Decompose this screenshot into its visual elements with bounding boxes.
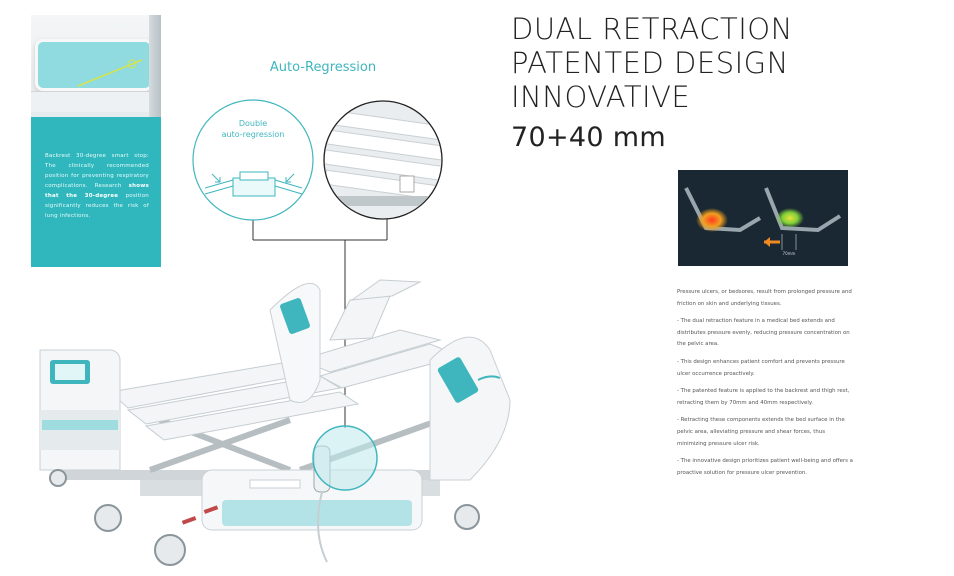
hospital-bed bbox=[39, 279, 511, 566]
desc-paragraph-5: - Retracting these components extends th… bbox=[677, 417, 845, 447]
rail-edge bbox=[149, 15, 161, 117]
headline-line-3: INNOVATIVE bbox=[511, 80, 691, 114]
card-text-bold: shows that the 30-degree bbox=[45, 183, 149, 199]
pedal-levers bbox=[181, 505, 219, 525]
auto-regression-label: Auto-Regression bbox=[269, 60, 377, 75]
diagram-label-line1: Double bbox=[239, 119, 267, 128]
desc-paragraph-4: - The patented feature is applied to the… bbox=[677, 388, 850, 406]
diagram-label-line2: auto-regression bbox=[222, 130, 285, 139]
retraction-dimensions: 70+40 mm bbox=[511, 122, 666, 153]
desc-paragraph-3: - This design enhances patient comfort a… bbox=[677, 358, 845, 377]
headline-line-1: DUAL RETRACTION bbox=[511, 12, 793, 46]
pressure-caption: 70mm bbox=[783, 251, 796, 256]
side-rail-head bbox=[269, 282, 321, 403]
backrest-description: Backrest 30-degree smart stop: The clini… bbox=[45, 151, 149, 221]
double-regression-diagram: Double auto-regression bbox=[192, 99, 314, 221]
card-text-1: Backrest 30-degree smart stop: The clini… bbox=[45, 153, 149, 189]
side-rail-panel bbox=[35, 39, 153, 91]
card-text-2: position significantly reduces the risk … bbox=[45, 193, 149, 219]
zoom-highlight bbox=[312, 425, 378, 491]
desc-paragraph-1: Pressure ulcers, or bedsores, result fro… bbox=[677, 289, 852, 307]
side-rail-front bbox=[201, 469, 423, 531]
arrow-right-icon bbox=[285, 173, 295, 183]
footboard bbox=[429, 336, 511, 481]
feature-headline: DUAL RETRACTION PATENTED DESIGN INNOVATI… bbox=[511, 12, 911, 114]
rail-base bbox=[31, 91, 149, 112]
arrow-left-icon bbox=[211, 173, 221, 183]
pressure-ulcer-description: Pressure ulcers, or bedsores, result fro… bbox=[677, 287, 853, 485]
arrow-left-icon bbox=[764, 237, 770, 247]
pressure-map-image: 70mm bbox=[678, 170, 848, 266]
desc-paragraph-6: - The innovative design prioritizes pati… bbox=[677, 458, 853, 476]
caster-wheels bbox=[49, 469, 480, 566]
retraction-closeup bbox=[323, 100, 443, 220]
desc-paragraph-2: - The dual retraction feature in a medic… bbox=[677, 318, 850, 348]
backrest-angle-photo bbox=[31, 15, 161, 117]
headboard bbox=[39, 349, 121, 471]
info-card: Backrest 30-degree smart stop: The clini… bbox=[31, 15, 161, 267]
headline-line-2: PATENTED DESIGN bbox=[511, 46, 789, 80]
angle-indicator-icon bbox=[77, 59, 143, 87]
